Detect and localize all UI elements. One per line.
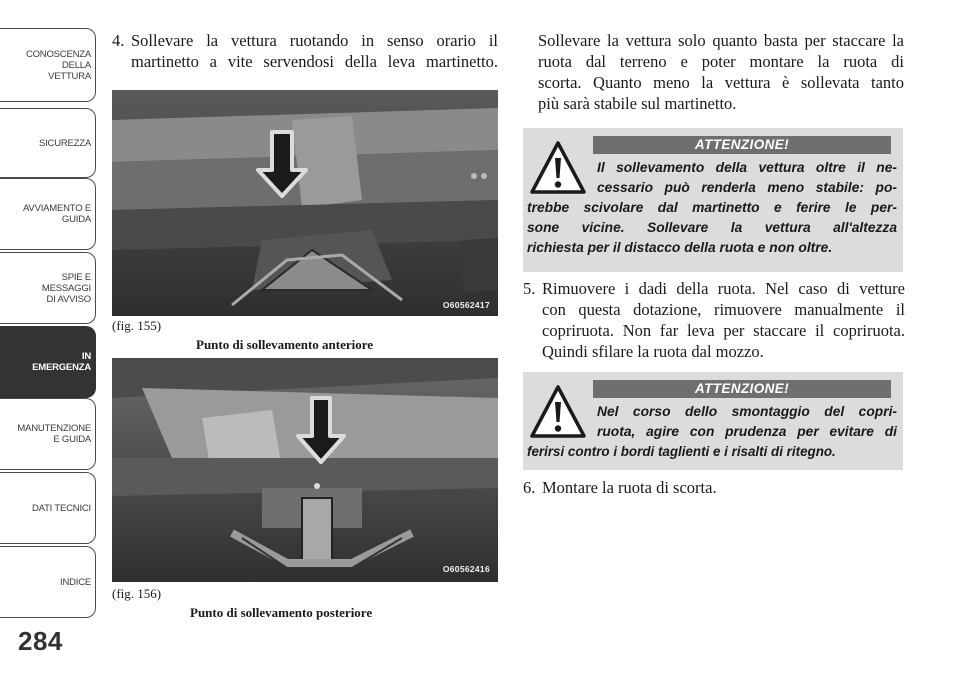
warning-line: ferirsi contro i bordi taglienti e i ris…	[527, 444, 836, 459]
tab-label: MANUTENZIONE E GUIDA	[17, 423, 91, 445]
figure-code: O60562417	[442, 300, 490, 310]
figure-label: (fig. 155)	[112, 318, 162, 333]
figure-rear-lift-point: O60562416	[112, 358, 498, 582]
warning-text: Nel corso dello smontaggio del copri- ru…	[527, 402, 897, 462]
warning-heading: ATTENZIONE!	[593, 380, 891, 398]
page-number: 284	[18, 626, 63, 656]
tab-conoscenza-della-vettura[interactable]: CONOSCENZA DELLA VETTURA	[0, 28, 96, 102]
warning-line: cessario può renderla meno stabile: po-	[597, 180, 897, 195]
tab-label: INDICE	[60, 576, 91, 588]
tab-avviamento-e-guida[interactable]: AVVIAMENTO E GUIDA	[0, 178, 96, 250]
paragraph-line: Sollevare la vettura solo quanto basta p…	[538, 31, 904, 50]
warning-line: Il sollevamento della vettura oltre il n…	[597, 160, 897, 175]
warning-line: ruota, agire con prudenza per evitare di	[597, 424, 897, 439]
figure-caption: Punto di sollevamento anteriore	[196, 337, 374, 352]
warning-text: Il sollevamento della vettura oltre il n…	[527, 158, 897, 258]
warning-line: sone vicine. Sollevare la vettura all'al…	[527, 220, 897, 235]
step-5: 5. Rimuovere i dadi della ruota. Nel cas…	[523, 278, 905, 362]
tab-label: AVVIAMENTO E GUIDA	[23, 203, 91, 225]
step-number: 5.	[523, 279, 536, 298]
lift-note-paragraph: Sollevare la vettura solo quanto basta p…	[538, 30, 904, 114]
step-text-line: Rimuovere i dadi della ruota. Nel caso d…	[542, 279, 905, 298]
figure-code: O60562416	[442, 564, 490, 574]
step-6: 6. Montare la ruota di scorta.	[523, 477, 905, 498]
tab-indice[interactable]: INDICE	[0, 546, 96, 618]
warning-heading: ATTENZIONE!	[593, 136, 891, 154]
step-text-line: Quindi sfilare la ruota dal mozzo.	[542, 342, 764, 361]
tab-label: SPIE E MESSAGGI DI AVVISO	[41, 271, 91, 305]
tab-label: SICUREZZA	[38, 137, 91, 149]
tab-label: CONOSCENZA DELLA VETTURA	[25, 48, 91, 82]
down-arrow-icon	[296, 396, 346, 464]
step-4: 4. Sollevare la vettura ruotando in sens…	[112, 30, 498, 72]
tab-label: IN EMERGENZA	[32, 351, 91, 373]
down-arrow-icon	[256, 130, 308, 198]
step-number: 4.	[112, 31, 125, 50]
warning-triangle-icon	[530, 385, 586, 438]
front-jack-illustration	[112, 90, 498, 316]
figure-caption: Punto di sollevamento posteriore	[190, 605, 373, 620]
paragraph-line: ruota dal terreno e poter montare la ruo…	[538, 52, 904, 71]
warning-triangle-icon	[530, 141, 586, 194]
warning-box-hubcap: ATTENZIONE! Nel corso dello smontaggio d…	[523, 372, 903, 470]
step-text-line: Montare la ruota di scorta.	[542, 478, 717, 497]
step-text-line: copriruota. Non far leva per staccare il…	[542, 321, 905, 340]
step-text-line: Sollevare la vettura ruotando in senso o…	[131, 31, 498, 50]
paragraph-line: scorta. Quanto meno la vettura è solleva…	[538, 73, 904, 92]
rear-jack-illustration	[112, 358, 498, 582]
tab-sicurezza[interactable]: SICUREZZA	[0, 108, 96, 178]
step-text-line: martinetto a vite servendosi della leva …	[131, 52, 498, 71]
figure-front-lift-point: O60562417	[112, 90, 498, 316]
warning-line: Nel corso dello smontaggio del copri-	[597, 404, 897, 419]
warning-box-lift: ATTENZIONE! Il sollevamento della vettur…	[523, 128, 903, 272]
warning-line: trebbe scivolare dal martinetto e ferire…	[527, 200, 897, 215]
tab-dati-tecnici[interactable]: DATI TECNICI	[0, 472, 96, 544]
figure-label: (fig. 156)	[112, 586, 162, 601]
paragraph-line: più sarà stabile sul martinetto.	[538, 94, 737, 113]
tab-spie-e-messaggi[interactable]: SPIE E MESSAGGI DI AVVISO	[0, 252, 96, 324]
tab-in-emergenza[interactable]: IN EMERGENZA	[0, 326, 96, 398]
tab-manutenzione-e-guida[interactable]: MANUTENZIONE E GUIDA	[0, 398, 96, 470]
step-number: 6.	[523, 478, 536, 497]
tab-label: DATI TECNICI	[31, 502, 91, 514]
warning-line: richiesta per il distacco della ruota e …	[527, 240, 833, 255]
step-text-line: con questa dotazione, rimuovere manualme…	[542, 300, 905, 319]
